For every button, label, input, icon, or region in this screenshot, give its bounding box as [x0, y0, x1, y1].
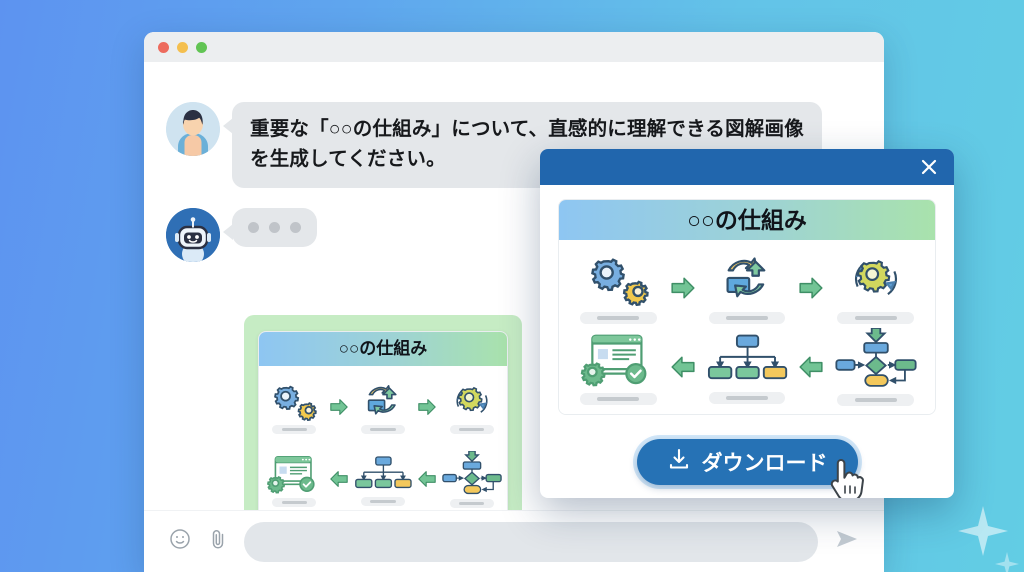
- diagram-step-tree: [352, 453, 415, 506]
- diagram-grid: [259, 366, 507, 520]
- close-icon[interactable]: [918, 156, 940, 178]
- diagram-title: ○○の仕組み: [259, 332, 507, 366]
- sparkle-decoration-large: [958, 506, 1008, 556]
- diagram-step-caption: [361, 424, 405, 434]
- paperclip-icon[interactable]: [206, 527, 230, 556]
- diagram-step-caption: [708, 311, 786, 324]
- diagram-arrow-left: [417, 470, 437, 488]
- robot-icon: [166, 208, 220, 263]
- window-close-button[interactable]: [158, 41, 169, 53]
- diagram-step-caption: [708, 391, 786, 404]
- user-message-text: 重要な「○○の仕組み」について、直感的に理解できる図解画像 を生成してください。: [250, 118, 804, 170]
- bot-message-row: [166, 208, 858, 263]
- diagram-step-rotating-gear: [440, 381, 503, 434]
- image-preview-modal: ○○の仕組み: [540, 149, 954, 498]
- diagram-step-cycle: [352, 381, 415, 434]
- generated-image-preview-card[interactable]: ○○の仕組み: [244, 315, 522, 537]
- typing-dot: [248, 222, 259, 234]
- diagram-arrow-right: [798, 276, 824, 300]
- diagram-arrow-left: [329, 470, 349, 488]
- diagram-step-caption: [449, 424, 494, 434]
- user-avatar: [166, 102, 220, 156]
- window-titlebar: [144, 32, 884, 62]
- bot-avatar: [166, 208, 220, 263]
- modal-header: [540, 149, 954, 185]
- diagram-step-flowchart: [440, 450, 503, 508]
- user-avatar-icon: [166, 102, 220, 156]
- diagram-step-caption: [361, 496, 405, 506]
- diagram-step-cycle: [694, 252, 801, 324]
- download-button-label: ダウンロード: [701, 452, 828, 475]
- diagram-arrow-right: [329, 398, 349, 416]
- typing-dot: [290, 222, 301, 234]
- modal-footer: ダウンロード: [540, 426, 954, 498]
- diagram-arrow-left: [798, 355, 824, 379]
- typing-dot: [269, 222, 280, 234]
- diagram-step-caption: [837, 311, 915, 324]
- diagram-step-caption: [449, 498, 494, 508]
- download-button[interactable]: ダウンロード: [636, 439, 858, 485]
- diagram-preview: ○○の仕組み: [258, 331, 508, 521]
- message-composer: [144, 510, 884, 572]
- diagram-arrow-right: [417, 398, 437, 416]
- diagram-step-caption: [272, 424, 317, 434]
- diagram-step-caption: [272, 497, 317, 507]
- diagram-arrow-right: [670, 276, 696, 300]
- message-input[interactable]: [244, 521, 818, 562]
- diagram-step-gears: [263, 381, 326, 434]
- diagram-step-result: [565, 329, 672, 405]
- diagram-step-caption: [837, 393, 915, 406]
- diagram-step-gears: [565, 252, 672, 324]
- diagram-step-caption: [579, 311, 657, 324]
- diagram-step-flowchart: [822, 327, 929, 406]
- user-message-row: 重要な「○○の仕組み」について、直感的に理解できる図解画像 を生成してください。: [166, 102, 858, 189]
- diagram-step-result: [263, 452, 326, 507]
- window-minimize-button[interactable]: [177, 41, 188, 53]
- bot-typing-bubble: [223, 208, 317, 248]
- diagram-step-tree: [694, 330, 801, 404]
- diagram-step-rotating-gear: [822, 252, 929, 324]
- download-icon: [667, 447, 691, 477]
- diagram-arrow-left: [670, 355, 696, 379]
- diagram-grid: [559, 240, 935, 414]
- send-icon[interactable]: [832, 524, 862, 559]
- modal-body: ○○の仕組み: [540, 185, 954, 426]
- sparkle-decoration-small: [995, 552, 1019, 572]
- typing-indicator: [248, 222, 301, 234]
- diagram-title: ○○の仕組み: [559, 200, 935, 240]
- smiley-icon[interactable]: [168, 527, 192, 556]
- diagram-step-caption: [579, 392, 657, 405]
- diagram-full: ○○の仕組み: [558, 199, 936, 415]
- window-maximize-button[interactable]: [196, 41, 207, 53]
